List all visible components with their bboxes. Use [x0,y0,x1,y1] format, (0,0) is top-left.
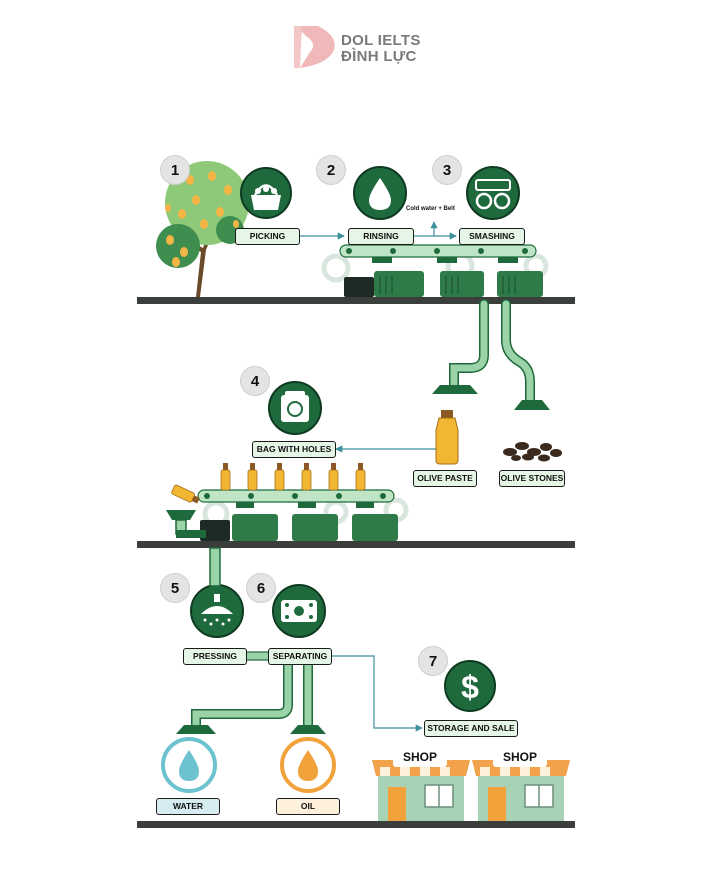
brand-logo-mark [294,26,335,68]
press-icon [190,584,244,638]
pipe-to-paste [449,299,489,390]
step-label-smashing: SMASHING [459,228,525,245]
bag-icon [268,381,322,435]
step-number-4: 4 [240,366,270,396]
output-label-olive-paste: OLIVE PASTE [413,470,477,487]
dollar-icon: $ [444,660,496,712]
shop-building-2 [472,747,570,821]
step-label-storage-and-sale: STORAGE AND SALE [424,720,518,737]
step-label-pressing: PRESSING [183,648,247,665]
step-number-5: 5 [160,573,190,603]
conveyor-machine-2 [166,463,409,541]
olive-paste-bottle [435,410,459,465]
step-label-bag-with-holes: BAG WITH HOLES [252,441,336,458]
cold-water-annotation: Cold water + Belt [406,206,455,212]
step-label-rinsing: RINSING [348,228,414,245]
shop-sign-1: SHOP [402,750,437,764]
water-drop-icon [353,166,407,220]
shop-sign-2: SHOP [502,750,537,764]
paste-funnel [432,385,478,394]
oil-funnel [290,725,326,734]
ground-line-2 [137,541,575,548]
pipe-to-pressing [209,547,221,587]
olive-stones-pile [503,442,562,462]
pipe-to-water [191,660,293,731]
conveyor-machine-1 [321,244,549,297]
stones-funnel [514,400,550,410]
crusher-icon [466,166,520,220]
svg-text:$: $ [461,669,479,705]
shop-building-1 [372,747,470,821]
step-number-3: 3 [432,155,462,185]
output-label-oil: OIL [276,798,340,815]
olive-tree [156,161,249,297]
step-label-picking: PICKING [235,228,300,245]
step-number-7: 7 [418,646,448,676]
oil-result-icon [280,737,336,793]
output-label-olive-stones: OLIVE STONES [499,470,565,487]
brand-name-line2: ĐÌNH LỰC [341,48,417,65]
brand-name-line1: DOL IELTS [341,32,421,49]
output-label-water: WATER [156,798,220,815]
pipe-to-stones [501,299,535,405]
step-number-1: 1 [160,155,190,185]
step-number-6: 6 [246,573,276,603]
ground-line-3 [137,821,575,828]
separator-icon [272,584,326,638]
step-number-2: 2 [316,155,346,185]
water-funnel [176,725,216,734]
basket-icon [240,167,292,219]
arrow-separating-to-storage [330,655,423,732]
step-label-separating: SEPARATING [268,648,332,665]
water-result-icon [161,737,217,793]
ground-line-1 [137,297,575,304]
